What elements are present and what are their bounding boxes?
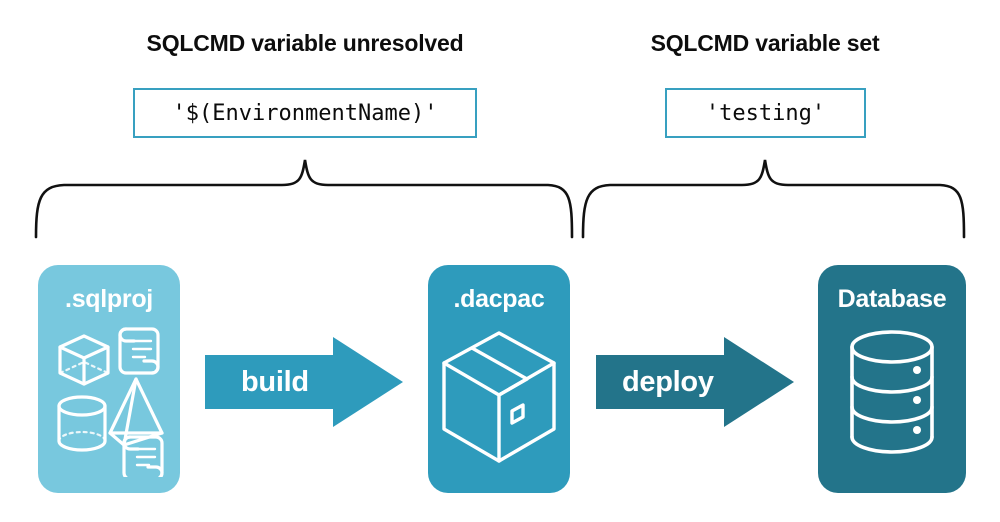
arrow-deploy: deploy <box>596 335 796 430</box>
card-database-label: Database <box>837 285 947 313</box>
shapes-and-scripts-icon <box>57 327 164 477</box>
script-scroll-icon-top <box>118 327 160 375</box>
database-cylinder-icon <box>850 330 934 454</box>
card-database: Database <box>818 265 966 493</box>
card-dacpac: .dacpac <box>428 265 570 493</box>
card-dacpac-label: .dacpac <box>453 285 545 313</box>
section-title-unresolved: SQLCMD variable unresolved <box>146 30 464 56</box>
script-scroll-icon-bottom <box>122 435 164 477</box>
package-box-icon <box>442 331 556 463</box>
cylinder-icon <box>57 395 107 452</box>
pyramid-icon <box>108 377 164 447</box>
code-box-testing: 'testing' <box>665 88 866 138</box>
arrow-deploy-icon <box>596 337 794 427</box>
card-sqlproj: .sqlproj <box>38 265 180 493</box>
database-status-dots <box>913 366 921 434</box>
brace-right-icon <box>581 159 966 239</box>
arrow-deploy-label: deploy <box>622 366 714 398</box>
section-title-set: SQLCMD variable set <box>650 30 880 56</box>
brace-left-icon <box>34 159 574 239</box>
code-box-environment-name: '$(EnvironmentName)' <box>133 88 477 138</box>
cube-icon <box>58 334 110 386</box>
arrow-build-label: build <box>241 366 309 398</box>
card-sqlproj-label: .sqlproj <box>65 285 153 313</box>
arrow-build-icon <box>205 337 403 427</box>
arrow-build: build <box>205 335 405 430</box>
